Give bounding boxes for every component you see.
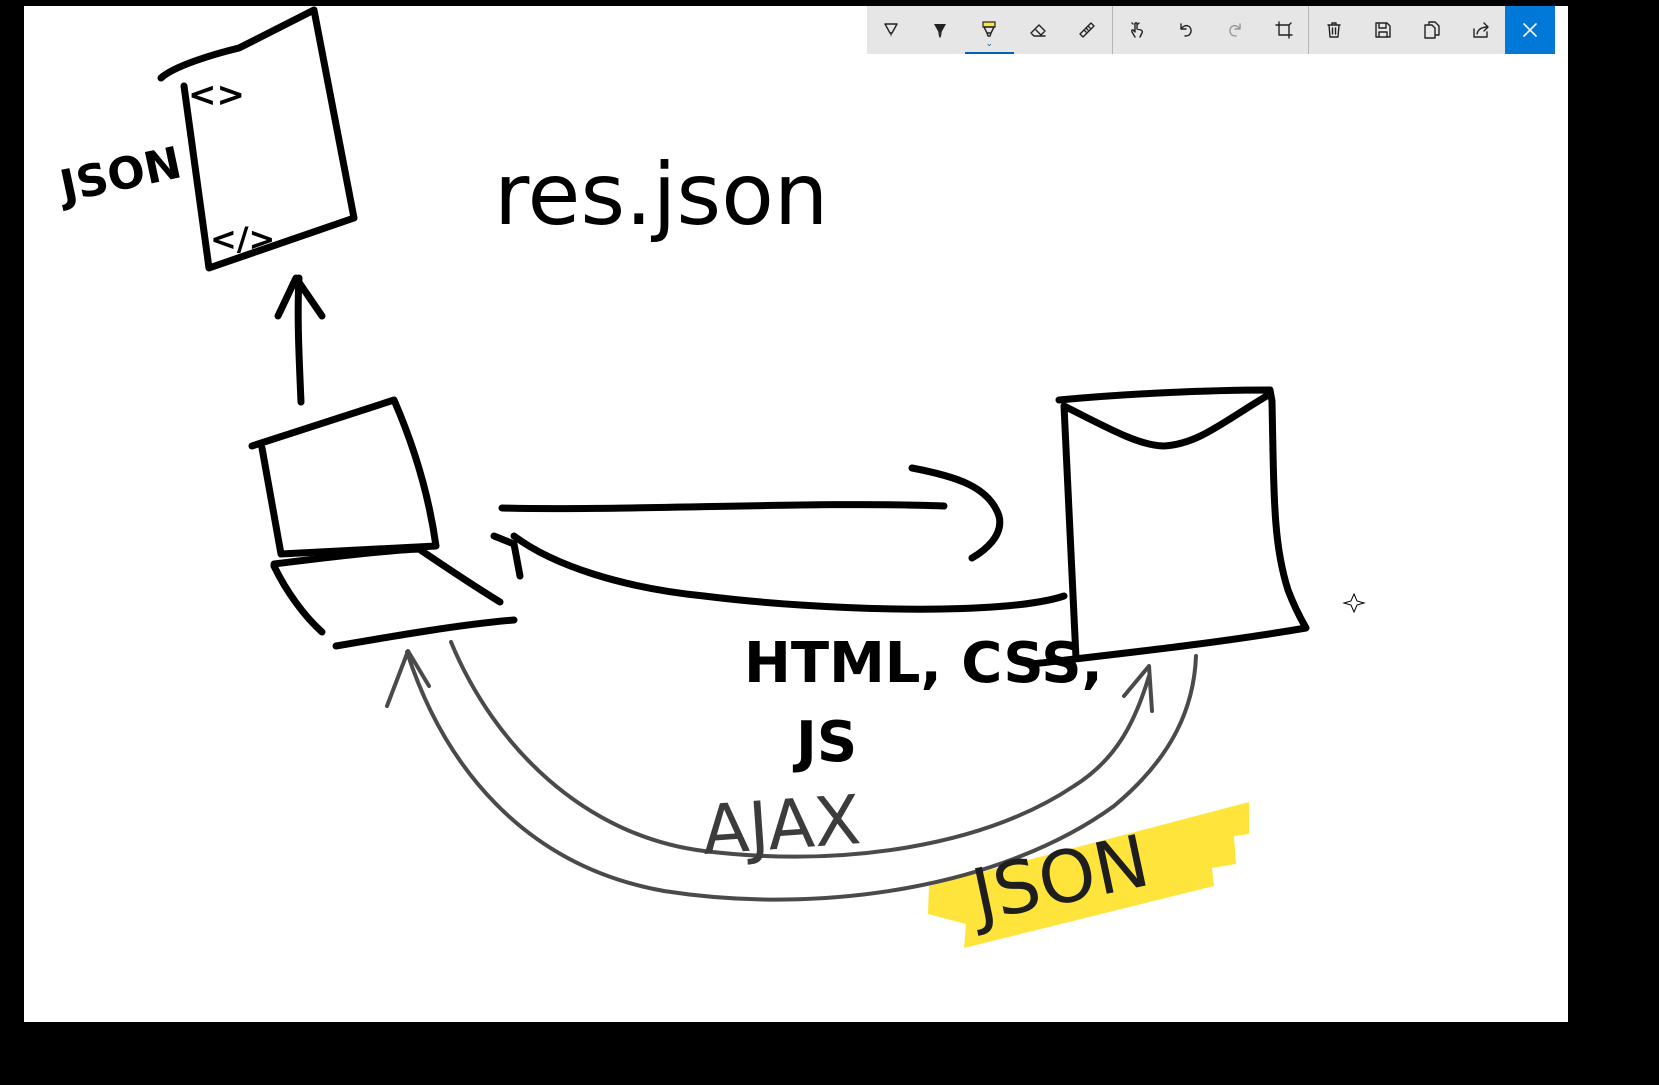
eraser-button[interactable] [1014,6,1063,54]
crop-button[interactable] [1259,6,1308,54]
upload-arrow [274,274,326,406]
label-html-css: HTML, CSS, [744,631,1103,696]
crop-icon [1275,21,1293,39]
undo-button[interactable] [1162,6,1211,54]
label-res-json: res.json [494,145,828,245]
label-ajax: AJAX [700,781,864,871]
ink-toolbar: ⌄ [867,6,1555,54]
ajax-arc-outer [405,650,1198,902]
laptop-screen [248,396,440,558]
toolbar-divider [1111,6,1113,54]
label-json-left: JSON [53,137,186,213]
ajax-arc-inner [385,640,1154,859]
request-arrow [498,464,1004,562]
redo-icon [1229,23,1241,37]
ruler-button[interactable] [1063,6,1112,54]
highlighter-icon [982,21,996,37]
eraser-icon [1030,24,1046,37]
share-button[interactable] [1456,6,1505,54]
server-shape [1028,386,1310,668]
save-icon [1374,22,1391,38]
json-document-shape [157,6,358,272]
label-js: JS [792,710,857,775]
label-tag-close: </> [210,220,275,258]
pencil-icon [934,24,947,38]
share-icon [1472,22,1489,38]
copy-button[interactable] [1407,6,1456,54]
ballpoint-pen-icon [884,23,899,37]
delete-icon [1327,22,1341,38]
yellow-highlight [928,802,1249,948]
save-button[interactable] [1358,6,1407,54]
copy-icon [1423,21,1440,39]
ruler-icon [1079,22,1095,38]
close-button[interactable] [1504,6,1555,54]
sketch-layer: JSON <> </> res.json HTML, CSS, JS AJAX … [53,6,1366,948]
pencil-button[interactable] [916,6,965,54]
chevron-down-icon: ⌄ [985,38,994,48]
label-tag-open: <> [188,75,245,115]
sparkle-mark [1342,592,1366,614]
highlighter-button[interactable]: ⌄ [964,6,1014,54]
delete-button[interactable] [1309,6,1358,54]
touch-writing-button[interactable] [1113,6,1162,54]
touch-writing-icon [1131,22,1144,38]
undo-icon [1180,23,1192,37]
label-json-highlight: JSON [961,819,1156,939]
redo-button[interactable] [1210,6,1259,54]
ballpoint-pen-button[interactable] [867,6,916,54]
response-arrow [490,532,1068,613]
close-icon [1523,23,1537,37]
drawing-canvas[interactable]: JSON <> </> res.json HTML, CSS, JS AJAX … [24,6,1568,1022]
toolbar-divider [1308,6,1310,54]
laptop-base [270,545,518,650]
